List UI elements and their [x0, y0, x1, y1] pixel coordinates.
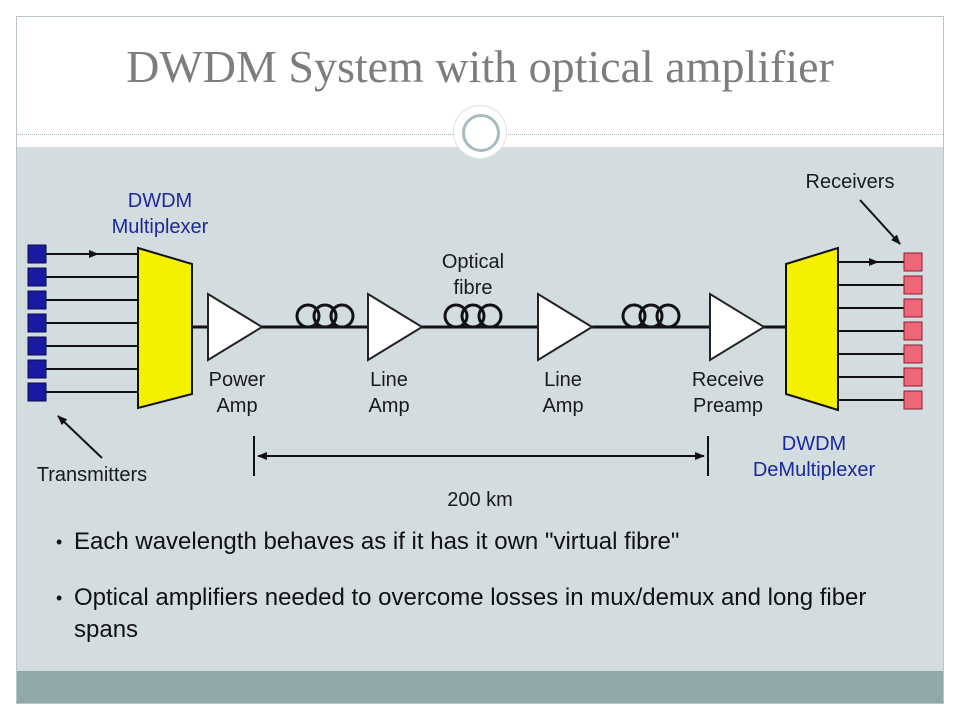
divider-circle-ornament	[454, 106, 506, 158]
transmitter-square	[27, 359, 47, 379]
transmitter-square	[27, 382, 47, 402]
transmitter-square	[27, 336, 47, 356]
receiver-square	[903, 344, 923, 364]
receiver-square	[903, 252, 923, 272]
fibre-coil-3	[621, 303, 681, 329]
receiver-square	[903, 298, 923, 318]
dwdm-demultiplexer-shape	[785, 246, 839, 412]
dwdm-multiplexer-shape	[137, 246, 193, 410]
bullet-item: • Optical amplifiers needed to overcome …	[56, 582, 916, 646]
slide-title: DWDM System with optical amplifier	[126, 41, 834, 92]
transmitter-square	[27, 244, 47, 264]
transmitter-square	[27, 313, 47, 333]
bullet-item: • Each wavelength behaves as if it has i…	[56, 526, 916, 558]
transmitters-pointer-arrow	[57, 415, 103, 459]
transmitter-square	[27, 267, 47, 287]
footer-band	[17, 671, 943, 703]
transmitter-fibres	[46, 253, 140, 393]
receive-preamp-triangle	[709, 292, 766, 362]
transmitters-label: Transmitters	[36, 464, 148, 486]
line-amp-2-triangle	[537, 292, 594, 362]
bullet-dot-icon: •	[56, 532, 63, 552]
transmitter-square	[27, 290, 47, 310]
distance-label: 200 km	[447, 489, 513, 511]
receiver-square	[903, 367, 923, 387]
bullet-list: • Each wavelength behaves as if it has i…	[56, 526, 916, 670]
receivers-pointer-arrow	[859, 199, 901, 245]
slide-frame	[16, 16, 944, 704]
receiver-square	[903, 390, 923, 410]
receivers-label: Receivers	[805, 171, 895, 193]
line-amp-1-triangle	[367, 292, 424, 362]
fibre-coil-2	[443, 303, 503, 329]
receiver-array	[903, 252, 923, 410]
content-area	[17, 147, 943, 671]
bullet-dot-icon: •	[56, 588, 63, 608]
fibre-coil-1	[295, 303, 355, 329]
receiver-fibres	[838, 261, 904, 401]
receiver-square	[903, 275, 923, 295]
transmitter-array	[27, 244, 47, 402]
power-amp-triangle	[207, 292, 264, 362]
receiver-square	[903, 321, 923, 341]
